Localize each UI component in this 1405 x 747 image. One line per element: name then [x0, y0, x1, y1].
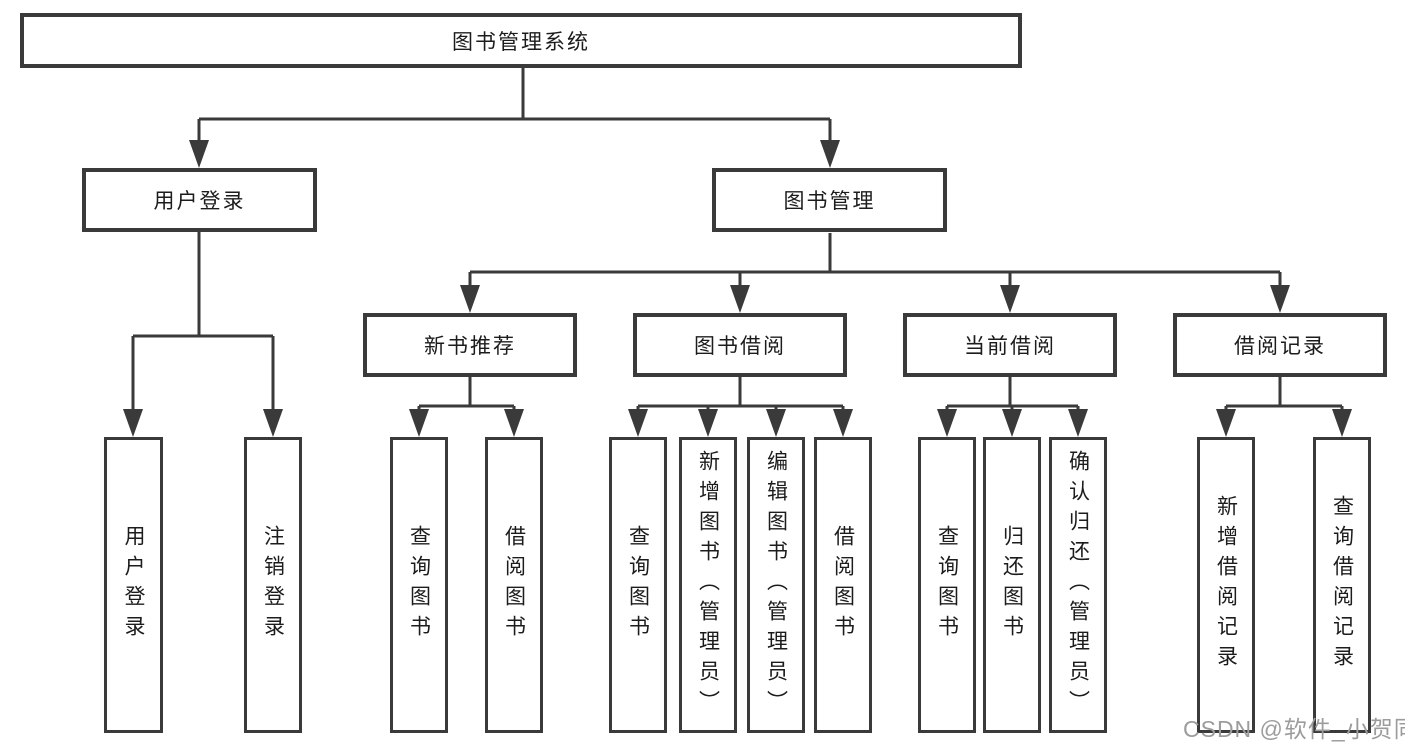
connector-user-login-to-leaves — [131, 232, 275, 411]
node-current-borrowing-label: 当前借阅 — [964, 335, 1056, 358]
leaf-query-books-recommend: 查询图书 — [390, 437, 448, 733]
leaf-borrow-books-borrowing-label: 借阅图书 — [831, 525, 855, 645]
leaf-query-books-recommend-label: 查询图书 — [407, 525, 431, 645]
leaf-add-books-admin: 新增图书（管理员） — [679, 437, 737, 733]
leaf-query-books-current-label: 查询图书 — [935, 525, 959, 645]
connector-book-borrowing-to-leaves — [636, 377, 845, 411]
leaf-borrow-books-recommend: 借阅图书 — [485, 437, 543, 733]
leaf-logout-label: 注销登录 — [261, 525, 285, 645]
node-borrowing-records-label: 借阅记录 — [1234, 335, 1326, 358]
connector-borrowing-records-to-leaves — [1224, 377, 1344, 411]
node-book-borrowing: 图书借阅 — [633, 313, 847, 377]
connector-current-borrowing-to-leaves — [945, 377, 1080, 411]
node-library-system-label: 图书管理系统 — [452, 30, 590, 54]
leaf-borrow-books-borrowing: 借阅图书 — [814, 437, 872, 733]
leaf-add-books-admin-label: 新增图书（管理员） — [696, 450, 720, 720]
leaf-edit-books-admin: 编辑图书（管理员） — [747, 437, 805, 733]
leaf-query-borrow-record: 查询借阅记录 — [1313, 437, 1371, 733]
node-book-management: 图书管理 — [712, 168, 947, 232]
node-book-management-label: 图书管理 — [783, 190, 876, 213]
leaf-query-borrow-record-label: 查询借阅记录 — [1330, 495, 1354, 675]
connector-new-book-to-leaves — [417, 377, 516, 411]
leaf-return-books: 归还图书 — [983, 437, 1041, 733]
node-library-system: 图书管理系统 — [20, 13, 1022, 68]
connector-root-to-level2 — [197, 68, 832, 142]
connector-book-management-to-level3 — [468, 233, 1282, 287]
node-new-book-recommend: 新书推荐 — [363, 313, 577, 377]
leaf-confirm-return-admin: 确认归还（管理员） — [1049, 437, 1107, 733]
node-current-borrowing: 当前借阅 — [903, 313, 1117, 377]
leaf-user-login-label: 用户登录 — [122, 525, 145, 645]
leaf-query-books-borrowing-label: 查询图书 — [626, 525, 650, 645]
node-borrowing-records: 借阅记录 — [1173, 313, 1387, 377]
leaf-query-books-current: 查询图书 — [918, 437, 976, 733]
node-user-login: 用户登录 — [82, 168, 317, 232]
node-new-book-recommend-label: 新书推荐 — [424, 335, 516, 358]
leaf-add-borrow-record: 新增借阅记录 — [1197, 437, 1255, 733]
leaf-logout: 注销登录 — [244, 437, 302, 733]
node-book-borrowing-label: 图书借阅 — [694, 335, 786, 358]
leaf-user-login: 用户登录 — [104, 437, 163, 733]
leaf-query-books-borrowing: 查询图书 — [609, 437, 667, 733]
leaf-confirm-return-admin-label: 确认归还（管理员） — [1066, 450, 1090, 720]
node-user-login-label: 用户登录 — [153, 190, 246, 213]
leaf-return-books-label: 归还图书 — [1000, 525, 1024, 645]
leaf-add-borrow-record-label: 新增借阅记录 — [1214, 495, 1238, 675]
csdn-watermark: CSDN @软件_小贺同学 — [1183, 716, 1405, 742]
leaf-borrow-books-recommend-label: 借阅图书 — [502, 525, 526, 645]
leaf-edit-books-admin-label: 编辑图书（管理员） — [764, 450, 788, 720]
